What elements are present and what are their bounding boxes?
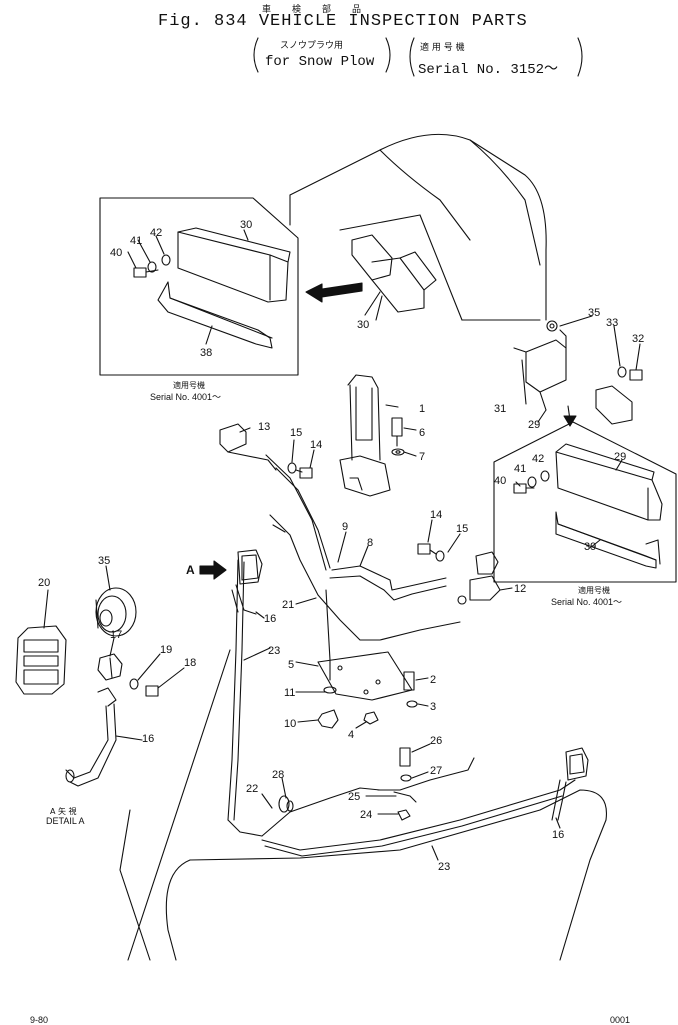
part-label-9: 9 (342, 521, 348, 533)
part-label-16-detail: 16 (142, 733, 154, 745)
part-label-28: 28 (272, 769, 284, 781)
part-label-15-left: 15 (290, 427, 302, 439)
part-label-38: 38 (200, 347, 212, 359)
page-number: 9-80 (30, 1015, 49, 1025)
part-label-6: 6 (419, 427, 425, 439)
part-number-labels: 30 40 41 42 38 30 1 6 7 13 15 14 9 8 14 … (38, 219, 644, 873)
part-label-15-right: 15 (456, 523, 468, 535)
part-label-19: 19 (160, 644, 172, 656)
part-label-3: 3 (430, 701, 436, 713)
part-label-35: 35 (98, 555, 110, 567)
part-label-14-right: 14 (430, 509, 442, 521)
part-label-32: 32 (632, 333, 644, 345)
part-label-34: 35 (588, 307, 600, 319)
part-label-23-upper: 23 (268, 645, 280, 657)
part-label-40-left: 40 (110, 247, 122, 259)
part-label-2: 2 (430, 674, 436, 686)
detail-a-label: DETAIL A (46, 816, 85, 826)
part-label-17: 17 (110, 629, 122, 641)
part-label-42-left: 42 (150, 227, 162, 239)
part-label-4: 4 (348, 729, 354, 741)
part-label-14-left: 14 (310, 439, 322, 451)
detail-a-pointer-label: A (186, 563, 195, 577)
snow-plow-jp: スノウプラウ用 (280, 41, 344, 51)
part-label-41-left: 41 (130, 235, 142, 247)
serial-jp: 適 用 号 機 (420, 43, 465, 53)
part-label-26: 26 (430, 735, 442, 747)
snow-plow-label: for Snow Plow (265, 54, 375, 70)
part-label-1: 1 (419, 403, 425, 415)
part-label-25: 25 (348, 791, 360, 803)
part-label-42-right: 42 (532, 453, 544, 465)
part-label-20: 20 (38, 577, 50, 589)
part-label-29-cab: 29 (528, 419, 540, 431)
part-label-7: 7 (419, 451, 425, 463)
part-label-23-lower: 23 (438, 861, 450, 873)
part-label-5: 5 (288, 659, 294, 671)
part-label-29-inset: 29 (614, 451, 626, 463)
part-label-33: 33 (606, 317, 618, 329)
part-label-39: 39 (584, 541, 596, 553)
part-label-30-inset: 30 (240, 219, 252, 231)
part-label-10: 10 (284, 718, 296, 730)
detail-a-jp: A 矢 視 (50, 807, 77, 816)
serial-label: Serial No. 3152～ (418, 62, 559, 78)
left-inset-serial: Serial No. 4001～ (150, 392, 222, 402)
part-label-11: 11 (284, 687, 295, 699)
jp-title: 車 検 部 品 (262, 5, 368, 15)
part-label-8: 8 (367, 537, 373, 549)
part-label-18: 18 (184, 657, 196, 669)
left-inset-serial-jp: 適用号機 (173, 381, 205, 390)
part-label-27: 27 (430, 765, 442, 777)
part-label-30-cab: 30 (357, 319, 369, 331)
part-label-12: 12 (514, 583, 526, 595)
part-label-16-right: 16 (552, 829, 564, 841)
part-label-31: 31 (494, 403, 506, 415)
page-code: 0001 (610, 1015, 631, 1025)
part-label-24: 24 (360, 809, 372, 821)
part-label-16-a: 16 (264, 613, 276, 625)
right-inset-serial-jp: 適用号機 (578, 586, 610, 595)
part-label-21: 21 (282, 599, 294, 611)
figure-title: Fig. 834 VEHICLE INSPECTION PARTS (158, 12, 528, 31)
part-label-22: 22 (246, 783, 258, 795)
right-inset-serial: Serial No. 4001～ (551, 597, 623, 607)
part-label-41-right: 41 (514, 463, 526, 475)
part-label-13: 13 (258, 421, 270, 433)
part-label-40-right: 40 (494, 475, 506, 487)
